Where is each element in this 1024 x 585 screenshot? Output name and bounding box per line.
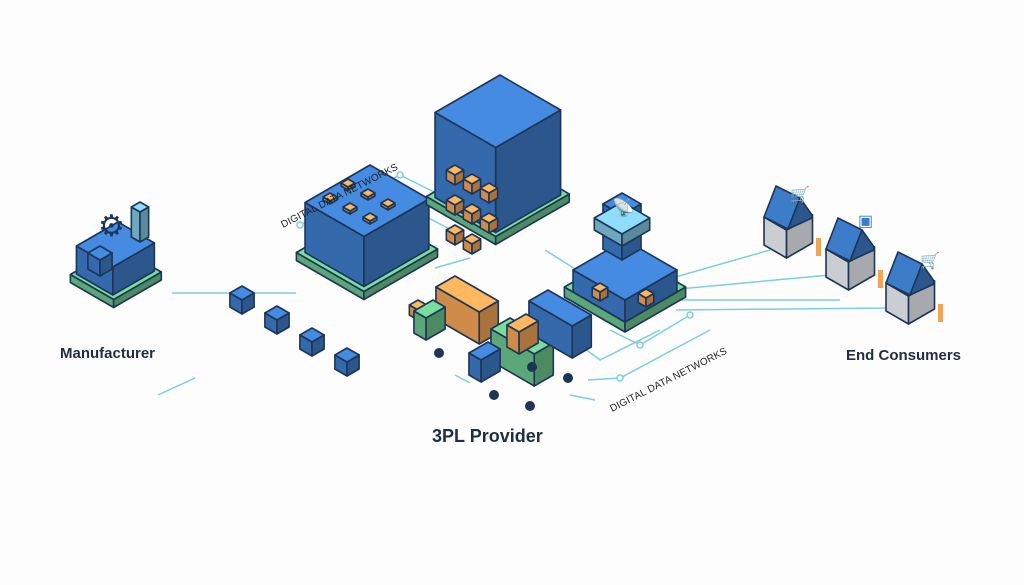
warehouse-main (295, 164, 439, 321)
truck-wheel (489, 390, 499, 400)
roof-vent (340, 178, 356, 191)
control-tower: 📡 (563, 192, 687, 333)
house-roof-side (787, 197, 813, 230)
house-1 (763, 185, 821, 259)
house-roof-side (849, 229, 875, 262)
shopping-cart-icon: 🛒 (790, 185, 810, 204)
stored-box (479, 182, 499, 204)
stored-box (462, 233, 482, 255)
truck-wheel (527, 362, 537, 372)
stored-box (462, 173, 482, 195)
house-2 (825, 217, 883, 291)
shopping-cart-icon: 🛒 (920, 251, 940, 270)
truck-cab (468, 341, 501, 383)
truck-cab (506, 313, 539, 355)
satellite-dish-icon: 📡 (612, 196, 634, 218)
parcel-box (229, 285, 255, 315)
roof-vent (342, 202, 358, 215)
roof-vent (360, 188, 376, 201)
warehouse-storage-rack (425, 74, 571, 255)
roof-vent (322, 192, 338, 205)
manufacturer-label: Manufacturer (60, 345, 155, 362)
stored-box (445, 224, 465, 246)
person-icon (938, 304, 943, 322)
stored-box (479, 212, 499, 234)
roof-vent (362, 212, 378, 225)
truck-blue-orange (506, 289, 593, 383)
truck-wheel (434, 348, 444, 358)
stored-box (462, 203, 482, 225)
truck-orange-green (413, 275, 500, 369)
parcel-box (299, 327, 325, 357)
house-roof-side (909, 263, 935, 296)
factory-chimney (130, 201, 150, 243)
parcel-box (591, 282, 609, 302)
house-3 (885, 251, 943, 325)
parcel-box (637, 288, 655, 308)
truck-cargo (528, 289, 593, 359)
parcel-box (334, 347, 360, 377)
phone-icon: ▣ (858, 213, 873, 230)
manufacturer-factory: ⚙ (69, 201, 163, 309)
person-icon (878, 270, 883, 288)
provider-label: 3PL Provider (432, 426, 543, 446)
tower-top (593, 201, 651, 247)
parcel-box (264, 305, 290, 335)
roof-vent (380, 198, 396, 211)
gear-icon: ⚙ (98, 210, 125, 243)
truck-wheel (563, 373, 573, 383)
network-label-bottom: DIGITAL DATA NETWORKS (608, 346, 729, 415)
factory-roof-section (87, 245, 113, 277)
warehouse-building (304, 164, 430, 288)
truck-wheel (525, 401, 535, 411)
truck-cab (413, 299, 446, 341)
stored-box (445, 164, 465, 186)
consumers-label: End Consumers (846, 347, 961, 364)
person-icon (816, 238, 821, 256)
parcels (229, 285, 360, 377)
stored-box (445, 194, 465, 216)
